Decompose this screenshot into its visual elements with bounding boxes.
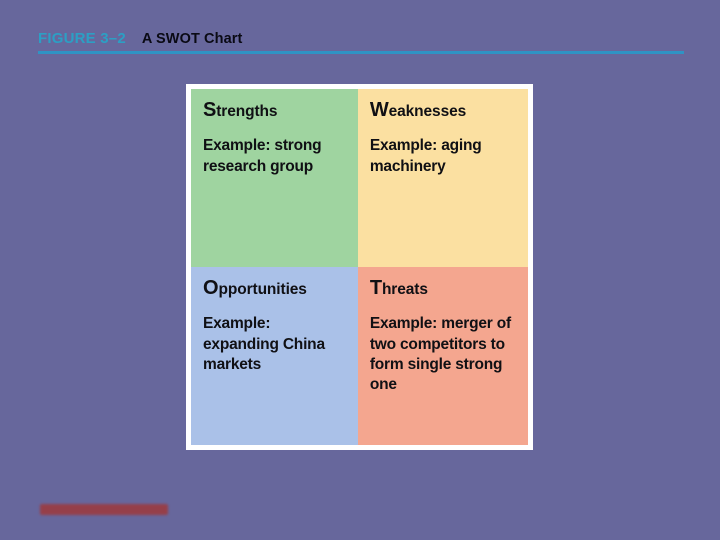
quadrant-body-weaknesses: Example: aging machinery: [369, 137, 482, 175]
swot-quadrant-opportunities: Opportunities Example: expanding China m…: [191, 267, 358, 445]
quadrant-title-weaknesses: Weaknesses: [370, 100, 516, 120]
quadrant-body-strengths: Example: strong research group: [203, 137, 322, 175]
quadrant-body-opportunities: Example: expanding China markets: [203, 315, 325, 373]
quadrant-body-threats: Example: merger of two competitors to fo…: [369, 315, 511, 394]
quadrant-title-rest: pportunities: [218, 281, 307, 298]
figure-header-line: FIGURE 3–2 A SWOT Chart: [38, 30, 684, 47]
header-divider-rule: [38, 51, 684, 54]
figure-header: FIGURE 3–2 A SWOT Chart: [38, 30, 684, 54]
swot-quadrant-strengths: Strengths Example: strong research group: [191, 89, 358, 267]
quadrant-title-opportunities: Opportunities: [203, 278, 346, 298]
figure-number-label: FIGURE 3–2: [38, 30, 126, 47]
quadrant-title-rest: eaknesses: [388, 103, 467, 120]
figure-title: A SWOT Chart: [141, 31, 243, 47]
quadrant-initial-letter: W: [369, 99, 389, 121]
quadrant-title-threats: Threats: [370, 278, 516, 298]
quadrant-title-strengths: Strengths: [203, 100, 346, 120]
quadrant-initial-letter: T: [369, 277, 382, 299]
quadrant-title-rest: trengths: [216, 103, 278, 120]
swot-quadrant-weaknesses: Weaknesses Example: aging machinery: [357, 89, 528, 267]
quadrant-initial-letter: O: [203, 277, 219, 299]
footer-source-text: [40, 504, 168, 515]
swot-quadrant-threats: Threats Example: merger of two competito…: [357, 267, 528, 445]
swot-chart: Strengths Example: strong research group…: [186, 84, 533, 450]
quadrant-initial-letter: S: [203, 99, 217, 121]
swot-quadrant-grid: Strengths Example: strong research group…: [191, 89, 528, 445]
quadrant-title-rest: hreats: [381, 281, 428, 298]
